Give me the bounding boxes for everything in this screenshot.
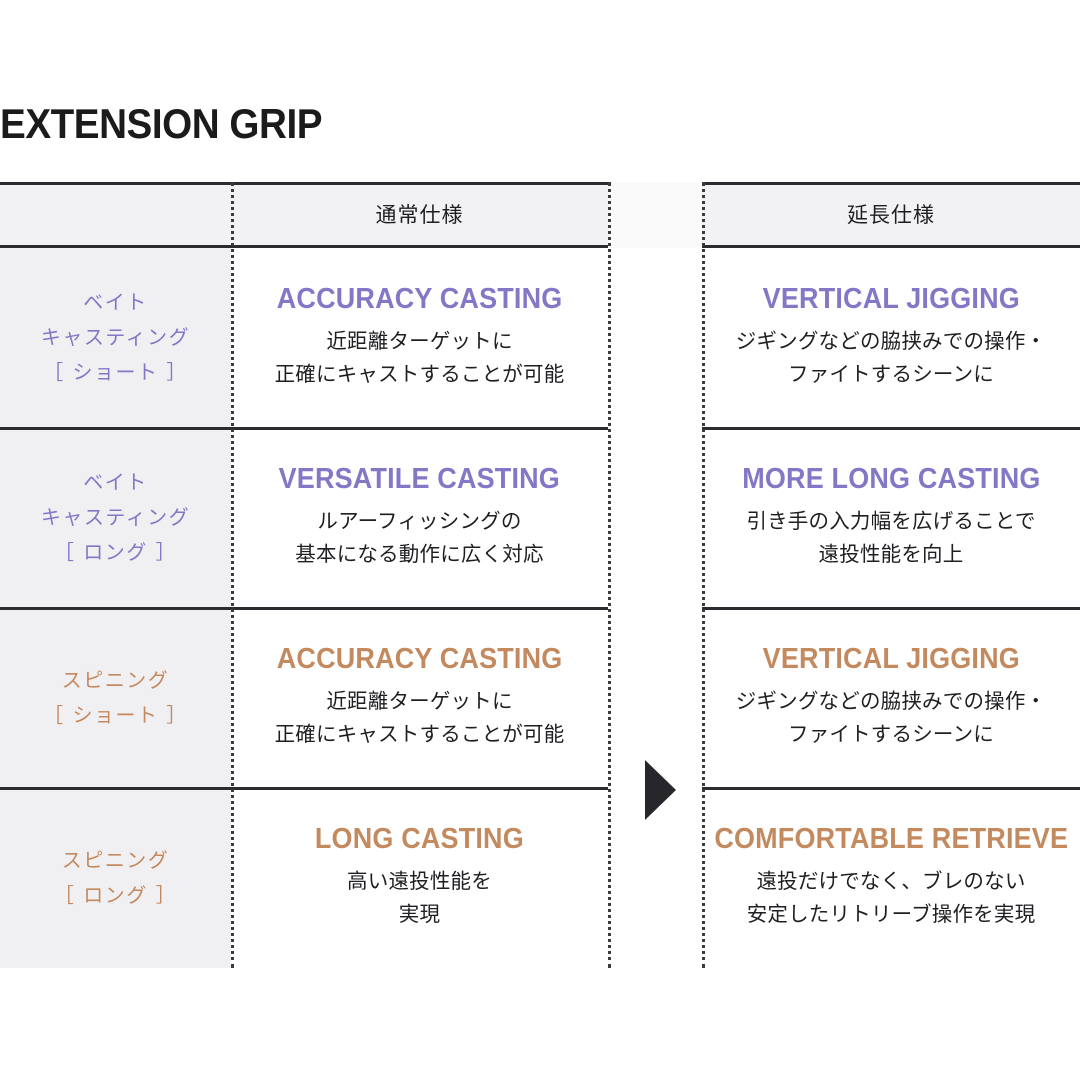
cell-normal-row2: VERSATILE CASTING ルアーフィッシングの 基本になる動作に広く対…: [231, 428, 608, 607]
rule-top-left: [0, 182, 608, 185]
row-label-bait-short: ベイト キャスティング ［ ショート ］: [0, 248, 231, 427]
rule-header-left: [0, 245, 608, 248]
cell-extension-row1: VERTICAL JIGGING ジギングなどの脇挟みでの操作・ ファイトするシ…: [702, 248, 1080, 427]
cell-heading: LONG CASTING: [314, 823, 524, 856]
cell-description-line: 高い遠投性能を: [347, 869, 492, 894]
cell-description-line: 基本になる動作に広く対応: [295, 541, 544, 566]
rule-top-right: [702, 182, 1080, 185]
header-background-right: [702, 182, 1080, 248]
row-label-line: キャスティング: [40, 505, 191, 529]
column-header-extension: 延長仕様: [847, 203, 935, 227]
cell-description: ジギングなどの脇挟みでの操作・ ファイトするシーンに: [736, 685, 1047, 751]
cell-description-line: 近距離ターゲットに: [326, 328, 513, 353]
row-label-line: ［ ロング ］: [53, 883, 178, 907]
row-label-line: ［ ショート ］: [43, 360, 188, 384]
row-label-line: キャスティング: [40, 325, 191, 349]
rule-row2-left: [0, 607, 608, 610]
row-label-line: ベイト: [83, 290, 148, 314]
rule-row3-left: [0, 787, 608, 790]
label-column-background: [0, 182, 231, 968]
row-label-line: ［ ショート ］: [43, 702, 188, 727]
row-label-spinning-long: スピニング ［ ロング ］: [0, 788, 231, 968]
cell-extension-row2: MORE LONG CASTING 引き手の入力幅を広げることで 遠投性能を向上: [702, 428, 1080, 607]
cell-heading: ACCURACY CASTING: [276, 282, 563, 315]
row-label-bait-long: ベイト キャスティング ［ ロング ］: [0, 428, 231, 607]
cell-heading: ACCURACY CASTING: [276, 642, 563, 675]
cell-normal-row1: ACCURACY CASTING 近距離ターゲットに 正確にキャストすることが可…: [231, 248, 608, 427]
cell-heading: COMFORTABLE RETRIEVE: [714, 823, 1068, 856]
header-background-left: [0, 182, 608, 248]
rule-row1-right: [702, 427, 1080, 430]
row-label-line: スピニング: [61, 667, 170, 692]
row-label-line: ベイト: [83, 470, 148, 494]
cell-heading: VERSATILE CASTING: [278, 462, 561, 495]
cell-extension-row3: VERTICAL JIGGING ジギングなどの脇挟みでの操作・ ファイトするシ…: [702, 608, 1080, 787]
cell-description-line: ジギングなどの脇挟みでの操作・: [735, 688, 1047, 713]
divider-label-normal: [231, 182, 234, 968]
cell-description-line: 引き手の入力幅を広げることで: [746, 508, 1036, 533]
cell-extension-row4: COMFORTABLE RETRIEVE 遠投だけでなく、ブレのない 安定したリ…: [702, 788, 1080, 968]
row-label-spinning-short: スピニング ［ ショート ］: [0, 608, 231, 787]
cell-description: 近距離ターゲットに 正確にキャストすることが可能: [275, 325, 565, 391]
comparison-table: 通常仕様 延長仕様 ベイト キャスティング ［ ショート ］ ACCURACY …: [0, 182, 1080, 968]
cell-heading: VERTICAL JIGGING: [762, 642, 1020, 675]
cell-normal-row3: ACCURACY CASTING 近距離ターゲットに 正確にキャストすることが可…: [231, 608, 608, 787]
cell-description-line: 安定したリトリーブ操作を実現: [746, 902, 1036, 927]
cell-description-line: ファイトするシーンに: [788, 361, 994, 386]
cell-description-line: ルアーフィッシングの: [317, 508, 522, 533]
cell-description: ジギングなどの脇挟みでの操作・ ファイトするシーンに: [736, 325, 1047, 391]
cell-description-line: ジギングなどの脇挟みでの操作・: [735, 328, 1047, 353]
cell-heading: VERTICAL JIGGING: [762, 282, 1020, 315]
column-header-normal: 通常仕様: [375, 203, 464, 227]
rule-row1-left: [0, 427, 608, 430]
cell-description-line: 正確にキャストすることが可能: [274, 721, 565, 746]
cell-description-line: 遠投だけでなく、ブレのない: [756, 869, 1026, 894]
cell-description: ルアーフィッシングの 基本になる動作に広く対応: [295, 505, 543, 571]
cell-normal-row4: LONG CASTING 高い遠投性能を 実現: [231, 788, 608, 968]
cell-heading: MORE LONG CASTING: [741, 462, 1041, 495]
cell-description: 近距離ターゲットに 正確にキャストすることが可能: [275, 685, 565, 751]
cell-description-line: 遠投性能を向上: [818, 541, 964, 566]
header-background-gap: [608, 182, 702, 248]
row-label-line: ［ ロング ］: [53, 540, 178, 564]
cell-description-line: 近距離ターゲットに: [326, 688, 513, 713]
rule-row3-right: [702, 787, 1080, 790]
divider-normal-gap: [608, 182, 611, 968]
cell-description: 遠投だけでなく、ブレのない 安定したリトリーブ操作を実現: [747, 865, 1036, 931]
divider-gap-extension: [702, 182, 705, 968]
cell-description: 高い遠投性能を 実現: [347, 865, 492, 931]
cell-description-line: 実現: [398, 902, 441, 927]
rule-row2-right: [702, 607, 1080, 610]
cell-description: 引き手の入力幅を広げることで 遠投性能を向上: [746, 505, 1035, 571]
arrow-right-icon: [645, 760, 676, 820]
rule-header-right: [702, 245, 1080, 248]
cell-description-line: 正確にキャストすることが可能: [274, 361, 565, 386]
page-title: EXTENSION GRIP: [0, 100, 323, 147]
cell-description-line: ファイトするシーンに: [788, 721, 994, 746]
row-label-line: スピニング: [61, 848, 170, 872]
